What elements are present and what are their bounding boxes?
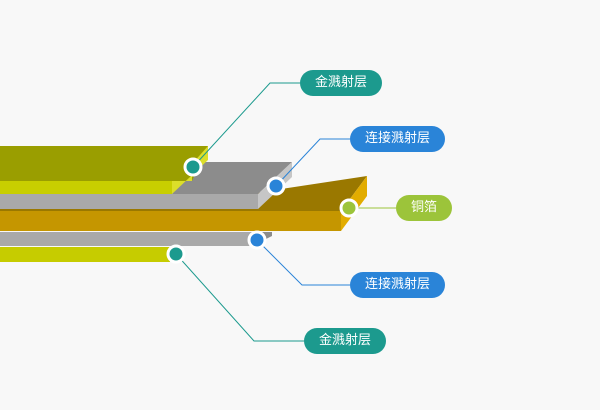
label-gold-sputter-top: 金溅射层 <box>300 70 382 96</box>
marker-dot-connect-bottom <box>247 230 267 250</box>
label-copper-foil: 铜箔 <box>396 195 452 221</box>
leader-line-connect-bottom <box>256 239 350 286</box>
marker-dot-gold-bottom <box>166 244 186 264</box>
label-connect-sputter-bottom: 连接溅射层 <box>350 272 445 298</box>
marker-dot-gold-top <box>183 157 203 177</box>
label-gold-sputter-bottom: 金溅射层 <box>304 328 386 354</box>
top-gold-layer-front <box>0 181 172 194</box>
top-gold-layer-top <box>0 146 208 181</box>
marker-dot-copper <box>339 198 359 218</box>
top-gold-layer-side <box>172 146 208 194</box>
bottom-connect-layer <box>0 232 272 246</box>
marker-dot-connect-top <box>266 176 286 196</box>
top-gold-layer <box>0 146 208 194</box>
top-connect-layer-front <box>0 194 258 209</box>
copper-foil-layer-front <box>0 211 341 231</box>
leader-line-connect-top <box>275 138 350 187</box>
leader-line-gold-bottom <box>175 253 304 342</box>
bottom-gold-layer-front <box>0 247 170 262</box>
leader-line-gold-top <box>192 82 300 168</box>
label-connect-sputter-top: 连接溅射层 <box>350 126 445 152</box>
bottom-connect-layer-front <box>0 232 252 246</box>
